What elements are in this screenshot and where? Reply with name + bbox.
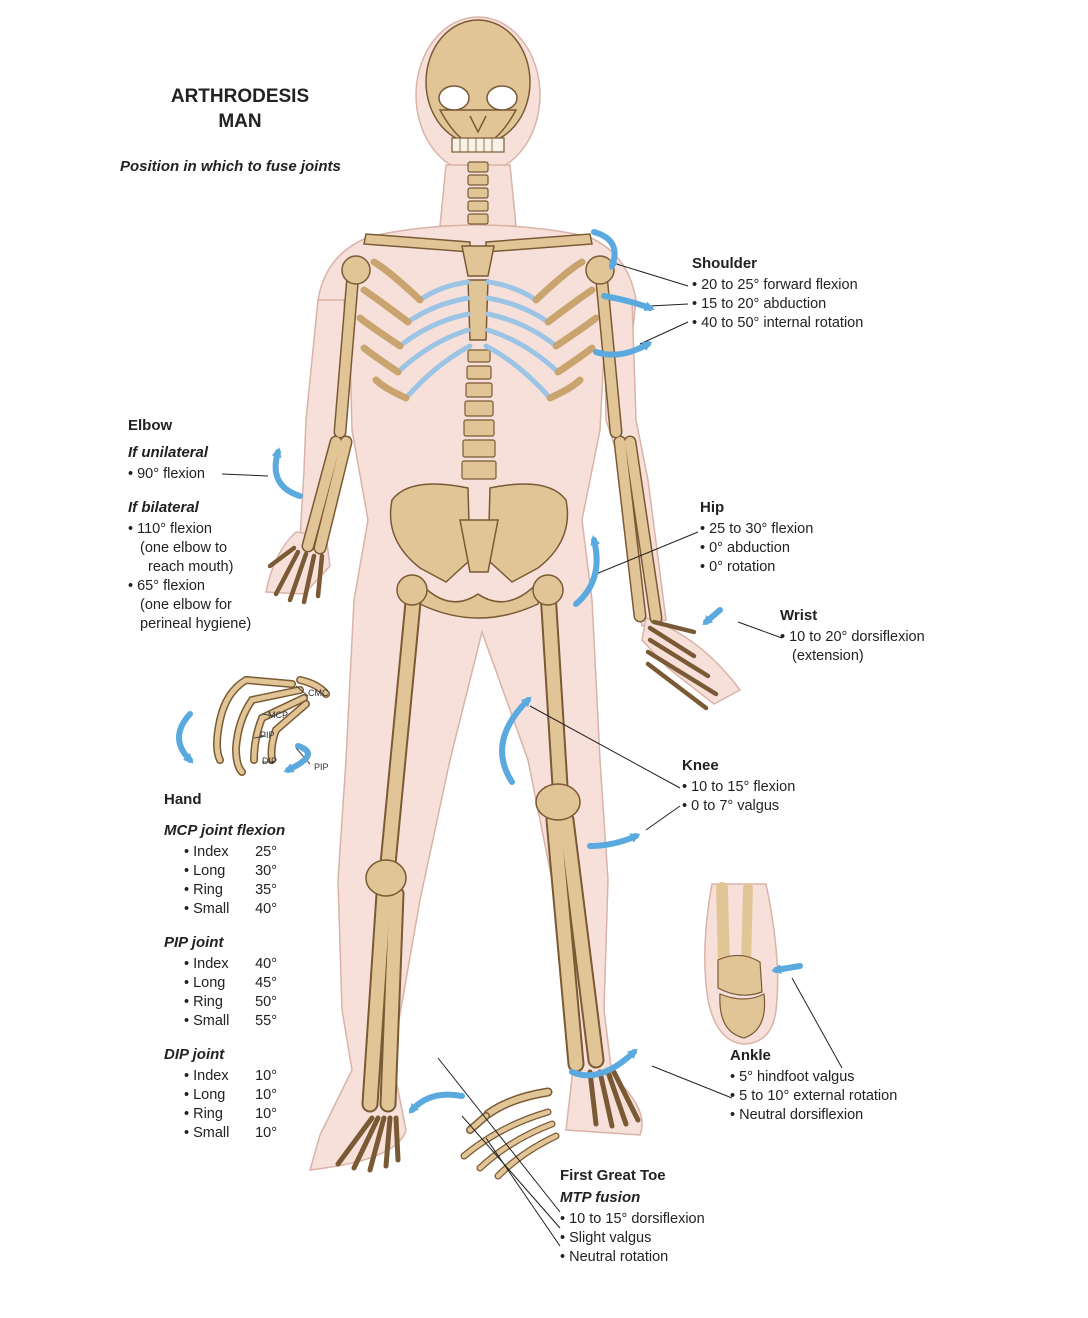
hip-item: • 0° abduction xyxy=(700,539,813,558)
elbow-unilateral-label: If unilateral xyxy=(128,443,251,462)
skin-silhouette xyxy=(266,17,740,1170)
hand-callout-dip: DIP xyxy=(262,756,277,766)
toe-heading: First Great Toe xyxy=(560,1166,705,1185)
elbow-label: Elbow If unilateral • 90° flexion If bil… xyxy=(128,416,251,634)
elbow-item: • 110° flexion xyxy=(128,520,251,539)
toe-item: • 10 to 15° dorsiflexion xyxy=(560,1210,705,1229)
diagram-title: ARTHRODESIS MAN xyxy=(140,84,340,134)
hand-callout-pip-inner: PIP xyxy=(260,730,275,740)
hand-heading: Hand xyxy=(164,790,285,809)
shoulder-item: • 40 to 50° internal rotation xyxy=(692,314,863,333)
hand-callout-mcp: MCP xyxy=(268,710,288,720)
elbow-item: (one elbow for xyxy=(128,596,251,615)
elbow-item: perineal hygiene) xyxy=(128,615,251,634)
wrist-item: (extension) xyxy=(780,647,925,666)
dip-label: DIP joint xyxy=(164,1045,285,1064)
pip-label: PIP joint xyxy=(164,933,285,952)
elbow-bilateral-label: If bilateral xyxy=(128,498,251,517)
knee-label: Knee • 10 to 15° flexion • 0 to 7° valgu… xyxy=(682,756,795,816)
knee-item: • 0 to 7° valgus xyxy=(682,797,795,816)
toe-label: First Great Toe MTP fusion • 10 to 15° d… xyxy=(560,1166,705,1267)
elbow-heading: Elbow xyxy=(128,416,251,435)
title-line-1: ARTHRODESIS xyxy=(140,84,340,109)
elbow-item: • 65° flexion xyxy=(128,577,251,596)
shoulder-item: • 15 to 20° abduction xyxy=(692,295,863,314)
shoulder-heading: Shoulder xyxy=(692,254,863,273)
wrist-heading: Wrist xyxy=(780,606,925,625)
elbow-item: reach mouth) xyxy=(128,558,251,577)
ankle-item: • 5 to 10° external rotation xyxy=(730,1087,897,1106)
wrist-label: Wrist • 10 to 20° dorsiflexion (extensio… xyxy=(780,606,925,666)
wrist-item: • 10 to 20° dorsiflexion xyxy=(780,628,925,647)
diagram-subtitle: Position in which to fuse joints xyxy=(120,158,341,175)
hip-item: • 25 to 30° flexion xyxy=(700,520,813,539)
skull xyxy=(426,20,530,145)
ankle-heading: Ankle xyxy=(730,1046,897,1065)
knee-item: • 10 to 15° flexion xyxy=(682,778,795,797)
hand-callout-pip-outer: PIP xyxy=(314,762,329,772)
shoulder-label: Shoulder • 20 to 25° forward flexion • 1… xyxy=(692,254,863,333)
elbow-item: (one elbow to xyxy=(128,539,251,558)
elbow-item: • 90° flexion xyxy=(128,465,251,484)
toe-item: • Slight valgus xyxy=(560,1229,705,1248)
shoulder-item: • 20 to 25° forward flexion xyxy=(692,276,863,295)
mcp-label: MCP joint flexion xyxy=(164,821,285,840)
hip-heading: Hip xyxy=(700,498,813,517)
toe-item: • Neutral rotation xyxy=(560,1248,705,1267)
ankle-label: Ankle • 5° hindfoot valgus • 5 to 10° ex… xyxy=(730,1046,897,1125)
knee-heading: Knee xyxy=(682,756,795,775)
hand-callout-cmc: CMC xyxy=(308,688,329,698)
title-line-2: MAN xyxy=(140,109,340,134)
hip-item: • 0° rotation xyxy=(700,558,813,577)
ankle-item: • Neutral dorsiflexion xyxy=(730,1106,897,1125)
ankle-inset xyxy=(705,884,778,1044)
hip-label: Hip • 25 to 30° flexion • 0° abduction •… xyxy=(700,498,813,577)
ankle-item: • 5° hindfoot valgus xyxy=(730,1068,897,1087)
toe-sublabel: MTP fusion xyxy=(560,1188,705,1207)
